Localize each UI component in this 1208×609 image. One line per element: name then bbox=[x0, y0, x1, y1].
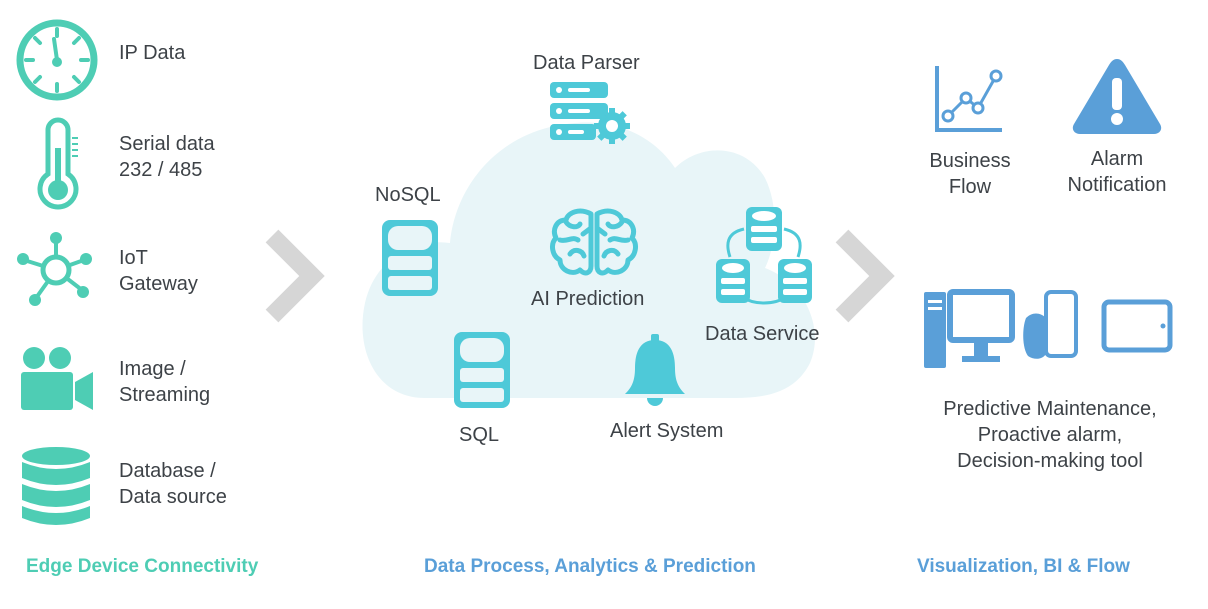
database-icon bbox=[22, 447, 90, 525]
sql-label: SQL bbox=[459, 424, 500, 446]
thermometer-icon bbox=[37, 117, 79, 210]
brain-icon bbox=[550, 208, 638, 276]
process-section-title: Data Process, Analytics & Prediction bbox=[424, 556, 756, 577]
chevron-right-icon bbox=[265, 229, 325, 323]
iot-gateway-icon bbox=[17, 232, 92, 306]
nosql-database-icon bbox=[382, 220, 438, 296]
nosql-label: NoSQL bbox=[375, 184, 441, 206]
line-chart-icon bbox=[935, 66, 1003, 132]
edge-item-ip-data-label: IP Data bbox=[119, 42, 186, 64]
sql-database-icon bbox=[454, 332, 510, 408]
data-service-icon bbox=[716, 207, 812, 305]
edge-section-title: Edge Device Connectivity bbox=[26, 556, 259, 577]
edge-item-serial-data-label: Serial data 232 / 485 bbox=[119, 133, 215, 181]
data-service-label: Data Service bbox=[705, 323, 820, 345]
alarm-notification-label: Alarm Notification bbox=[1067, 148, 1167, 196]
video-camera-icon bbox=[21, 347, 93, 410]
alert-system-label: Alert System bbox=[610, 420, 724, 442]
edge-item-iot-gateway-label: IoT Gateway bbox=[119, 247, 198, 295]
viz-section-title: Visualization, BI & Flow bbox=[917, 556, 1130, 577]
edge-item-streaming-label: Image / Streaming bbox=[119, 358, 211, 406]
gauge-icon bbox=[16, 19, 98, 101]
chevron-right-icon bbox=[835, 229, 895, 323]
data-parser-label: Data Parser bbox=[533, 52, 640, 74]
business-flow-label: Business Flow bbox=[929, 150, 1011, 198]
bell-icon bbox=[625, 334, 685, 406]
outcomes-label: Predictive Maintenance, Proactive alarm,… bbox=[943, 398, 1157, 472]
edge-item-database-label: Database / Data source bbox=[119, 460, 227, 508]
devices-icon bbox=[924, 289, 1173, 368]
ai-prediction-label: AI Prediction bbox=[531, 288, 645, 310]
server-gear-icon bbox=[550, 82, 630, 144]
warning-icon bbox=[1072, 59, 1162, 134]
